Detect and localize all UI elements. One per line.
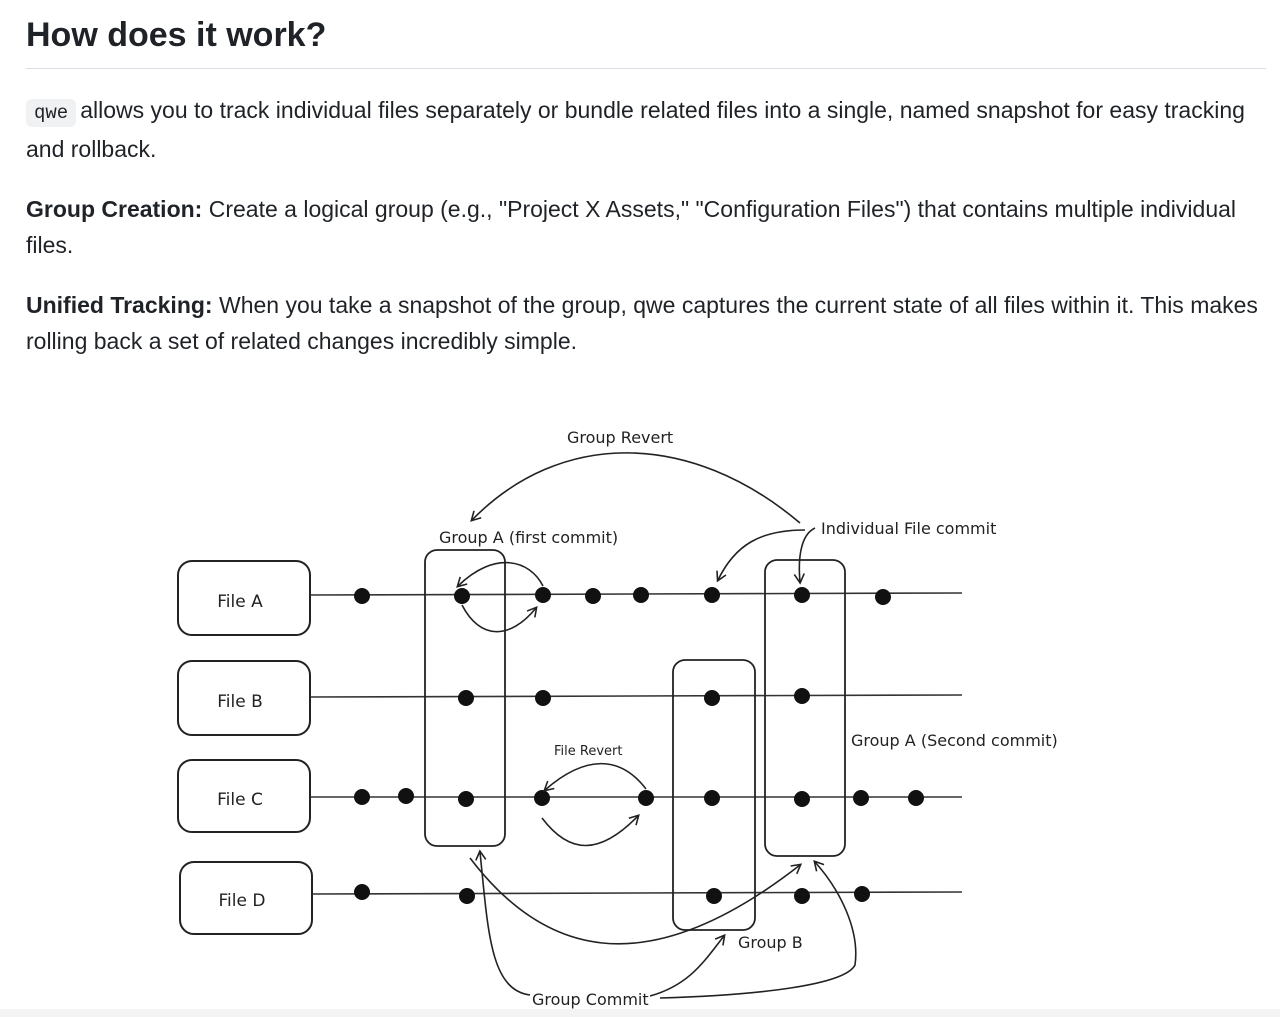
- unified-tracking-label: Unified Tracking:: [26, 292, 213, 318]
- section-heading: How does it work?: [26, 0, 1266, 69]
- group-b-label: Group B: [738, 933, 803, 952]
- commit-dot: [706, 888, 722, 904]
- unified-tracking-text: When you take a snapshot of the group, q…: [26, 292, 1258, 354]
- commit-dot: [534, 790, 550, 806]
- individual-commit-arrow-2: [793, 527, 816, 585]
- file-d-box: [179, 861, 313, 935]
- group-commit-arrow-1: [475, 849, 531, 996]
- group-revert-arrow: [470, 452, 801, 524]
- commit-dot: [398, 788, 414, 804]
- inline-code-qwe: qwe: [26, 99, 77, 127]
- commit-dot: [354, 588, 370, 604]
- commit-dot: [459, 888, 475, 904]
- group-creation-text: Create a logical group (e.g., "Project X…: [26, 196, 1237, 258]
- commit-dot: [854, 886, 870, 902]
- commit-dot: [875, 589, 891, 605]
- commit-dot: [704, 587, 720, 603]
- commit-dot: [704, 790, 720, 806]
- file-c-label: File C: [217, 790, 263, 810]
- group-creation-paragraph: Group Creation: Create a logical group (…: [26, 191, 1266, 263]
- file-b-box: [177, 660, 311, 736]
- commit-dot: [354, 789, 370, 805]
- group-a-first-label: Group A (first commit): [439, 528, 618, 547]
- commit-dot: [354, 884, 370, 900]
- group-revert-label: Group Revert: [567, 428, 673, 447]
- commit-dot: [794, 688, 810, 704]
- group-commit-label: Group Commit: [532, 990, 649, 1009]
- individual-commit-arrow-1: [716, 529, 806, 583]
- group-creation-label: Group Creation:: [26, 196, 203, 222]
- file-revert-loop-bottom: [541, 814, 640, 847]
- group-a-second-box: [764, 559, 846, 857]
- file-b-label: File B: [217, 692, 263, 712]
- commit-dot: [633, 587, 649, 603]
- commit-dot: [454, 588, 470, 604]
- group-a-loop-top: [456, 561, 544, 588]
- file-revert-label: File Revert: [554, 744, 622, 759]
- commit-dot: [535, 587, 551, 603]
- commit-dot: [638, 790, 654, 806]
- file-d-label: File D: [219, 891, 266, 911]
- individual-file-commit-label: Individual File commit: [821, 519, 996, 538]
- commit-dot: [585, 588, 601, 604]
- file-a-box: [177, 560, 311, 636]
- bottom-edge: [0, 1009, 1280, 1017]
- group-a-first-box: [424, 549, 506, 847]
- commit-dot: [794, 791, 810, 807]
- commit-dot: [794, 587, 810, 603]
- timeline-file-a: [309, 592, 963, 596]
- commit-dot: [853, 790, 869, 806]
- intro-text: allows you to track individual files sep…: [26, 97, 1245, 162]
- group-a-loop-bottom: [461, 604, 538, 633]
- timeline-file-d: [309, 891, 963, 895]
- commit-dot: [794, 888, 810, 904]
- group-a-second-label: Group A (Second commit): [851, 731, 1058, 750]
- commit-dot: [908, 790, 924, 806]
- file-c-box: [177, 759, 311, 833]
- group-b-box: [672, 659, 756, 931]
- group-commit-arrow-2: [649, 933, 726, 997]
- commit-dot: [535, 690, 551, 706]
- file-a-label: File A: [217, 592, 263, 612]
- file-revert-loop-top: [543, 762, 647, 792]
- unified-tracking-paragraph: Unified Tracking: When you take a snapsh…: [26, 287, 1266, 359]
- group-flow-arrow: [469, 857, 803, 945]
- group-commit-arrow-3: [659, 860, 857, 999]
- commit-dot: [458, 690, 474, 706]
- timeline-file-b: [309, 694, 963, 698]
- commit-dot: [704, 690, 720, 706]
- commit-dot: [458, 791, 474, 807]
